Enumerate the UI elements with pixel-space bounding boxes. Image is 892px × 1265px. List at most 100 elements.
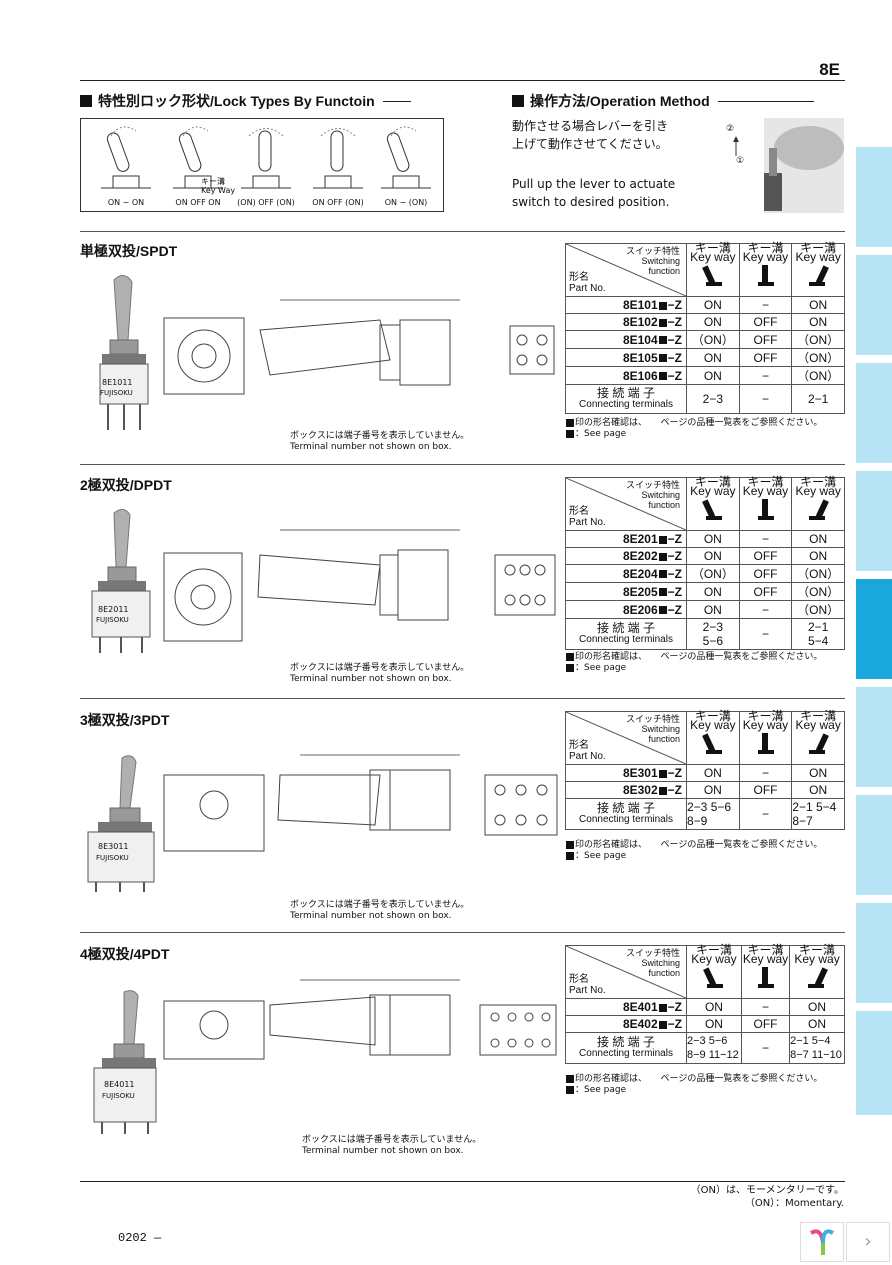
table-row: 8E104−Z（ON）OFF（ON） [565, 330, 845, 349]
lock-type-5: ON − (ON) [371, 121, 441, 211]
lever-right-icon [809, 265, 830, 286]
bullet-square-icon [512, 95, 524, 107]
lock-types-diagram: ON − ON ON OFF ON (ON) OFF (ON) ON OFF (… [80, 118, 444, 212]
lock-type-3: (ON) OFF (ON) [231, 121, 301, 211]
group-title-dpdt: 2極双投/DPDT [80, 477, 172, 493]
series-label: 8E [819, 60, 840, 79]
operation-heading: 操作方法/Operation Method [512, 91, 814, 111]
side-tab-3[interactable] [856, 363, 892, 463]
switch-photo-dpdt: 8E2011 FUJISOKU [86, 505, 156, 655]
see-note-spdt: 印の形名確認は、 ページの品種一覧表をご参照ください。 ：See page [565, 418, 822, 440]
lever-center-icon [758, 499, 775, 520]
lever-diagram-icon [313, 128, 363, 189]
lever-left-icon [703, 967, 723, 988]
operation-text-en: Pull up the lever to actuate switch to d… [512, 177, 676, 209]
switch-photo-4pdt: 8E4011 FUJISOKU [90, 988, 160, 1136]
lever-left-icon [701, 265, 722, 286]
lever-diagram-icon [241, 128, 291, 189]
momentary-note: （ON）は、モーメンタリーです。 （ON）：Momentary. [690, 1185, 844, 1209]
box-note-spdt: ボックスには端子番号を表示していません。 Terminal number not… [290, 431, 470, 452]
app-logo-icon[interactable] [800, 1222, 844, 1262]
side-tab-2[interactable] [856, 255, 892, 355]
box-note-3pdt: ボックスには端子番号を表示していません。 Terminal number not… [290, 900, 470, 921]
group-title-spdt: 単極双投/SPDT [80, 243, 178, 259]
page-number: 0202 — [118, 1231, 162, 1245]
lever-center-icon [758, 265, 775, 286]
operation-photo: ② ① [724, 118, 844, 213]
box-note-dpdt: ボックスには端子番号を表示していません。 Terminal number not… [290, 663, 470, 684]
lever-right-icon [809, 499, 830, 520]
side-tab-8[interactable] [856, 903, 892, 1003]
lock-types-heading: 特性別ロック形状/Lock Types By Functoin [80, 91, 411, 111]
lever-diagram-icon [173, 126, 223, 189]
lever-left-icon [701, 499, 722, 520]
bullet-square-icon [80, 95, 92, 107]
switch-photo-spdt: 8E1011 FUJISOKU [92, 270, 156, 440]
lever-diagram-icon [101, 126, 151, 189]
dimension-drawing-3pdt [160, 745, 560, 865]
side-tab-9[interactable] [856, 1011, 892, 1115]
section-divider [80, 698, 845, 699]
dimension-drawing-4pdt [160, 975, 560, 1075]
side-tab-1[interactable] [856, 147, 892, 247]
side-tab-4[interactable] [856, 471, 892, 571]
top-rule [80, 80, 845, 81]
dimension-drawing-spdt [160, 290, 560, 415]
lever-center-icon [758, 733, 775, 754]
lock-type-4: ON OFF (ON) [303, 121, 373, 211]
lever-right-icon [809, 733, 830, 754]
see-note-dpdt: 印の形名確認は、 ページの品種一覧表をご参照ください。 ：See page [565, 652, 822, 674]
lever-center-icon [758, 967, 775, 988]
side-tab-7[interactable] [856, 795, 892, 895]
footer-rule [80, 1181, 845, 1182]
operation-title: 操作方法/Operation Method [530, 93, 710, 109]
side-tab-6[interactable] [856, 687, 892, 787]
group-title-3pdt: 3極双投/3PDT [80, 712, 170, 728]
side-tab-5-active[interactable] [856, 579, 892, 679]
group-title-4pdt: 4極双投/4PDT [80, 946, 170, 962]
table-row: 8E204−Z（ON）OFF（ON） [565, 564, 845, 583]
section-divider [80, 231, 845, 232]
box-note-4pdt: ボックスには端子番号を表示していません。 Terminal number not… [302, 1135, 482, 1156]
dimension-drawing-dpdt [160, 525, 560, 650]
section-divider [80, 932, 845, 933]
key-way-label: キー溝 Key Way [201, 177, 236, 195]
next-page-chevron-icon[interactable]: › [846, 1222, 890, 1262]
lever-diagram-icon [381, 126, 431, 189]
lock-types-title: 特性別ロック形状/Lock Types By Functoin [98, 93, 375, 109]
